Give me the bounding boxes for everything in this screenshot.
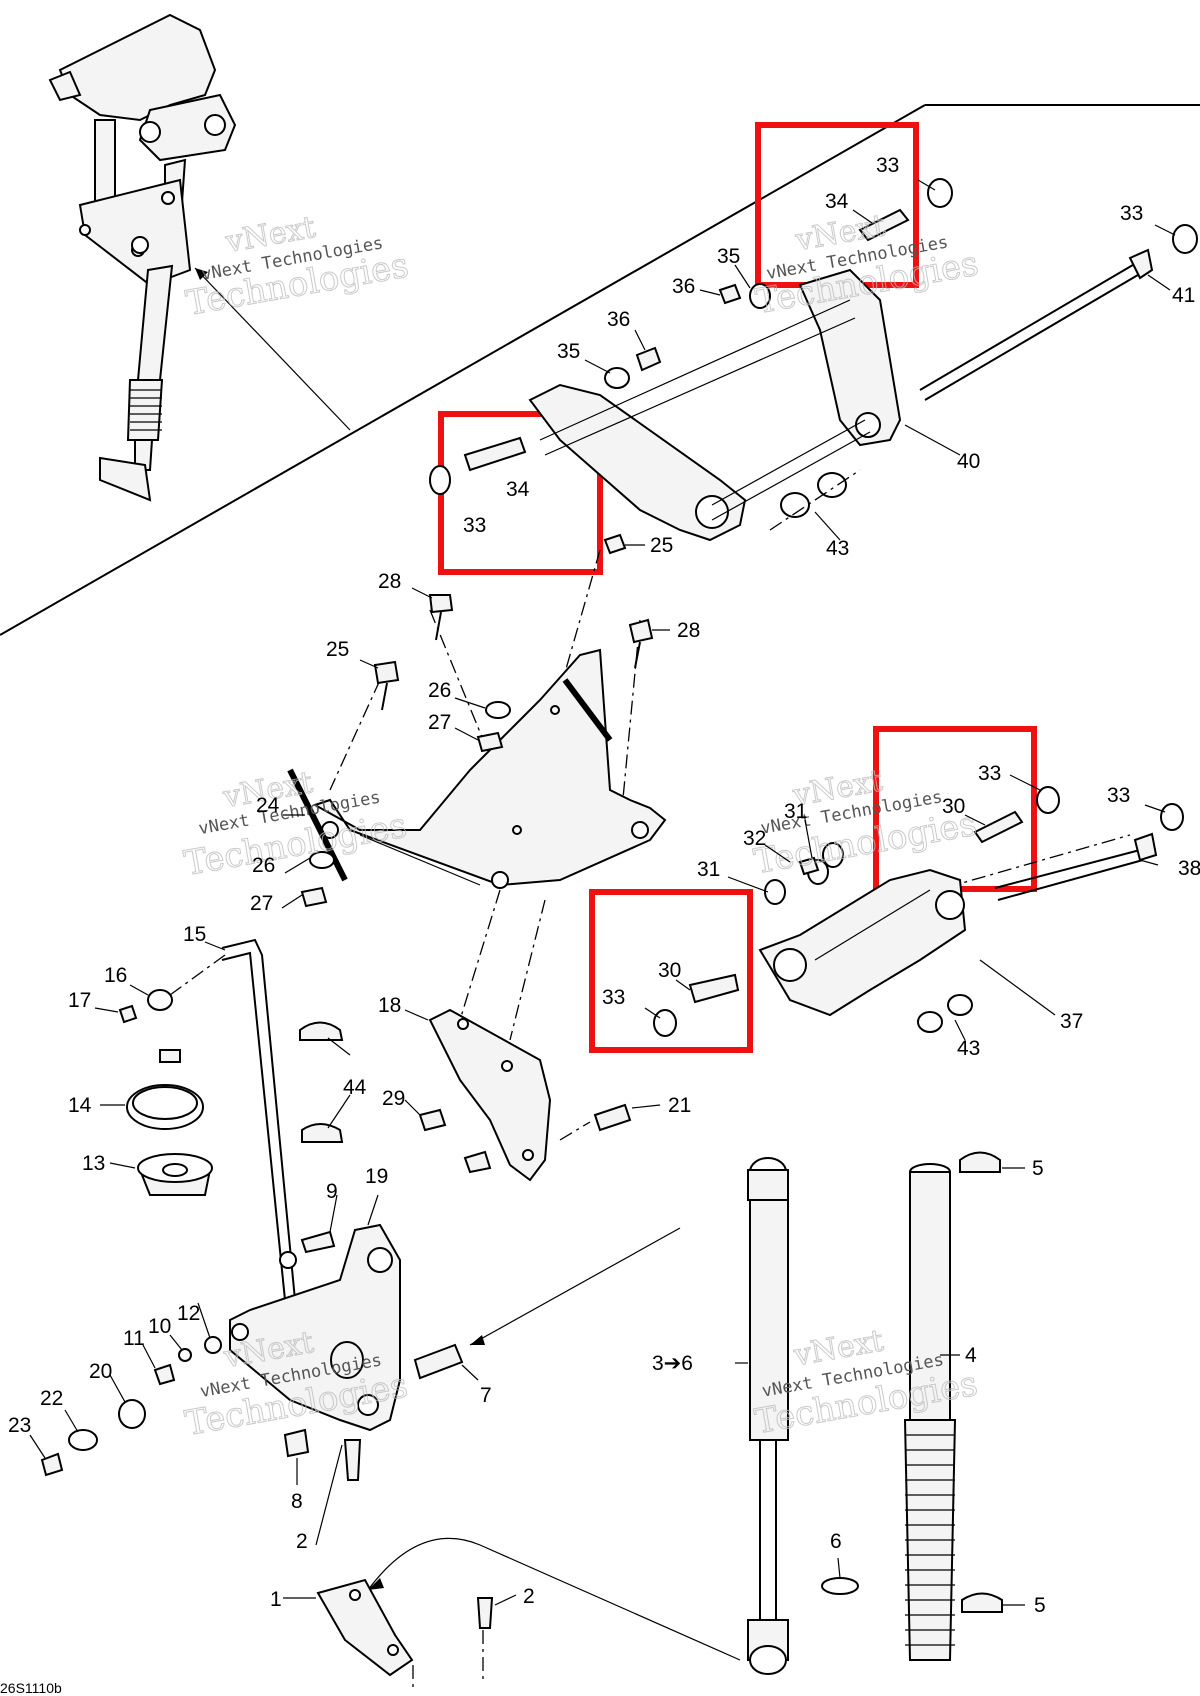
- bolts-plate: [300, 594, 654, 908]
- callout-3-6: 3➔6: [652, 1352, 693, 1375]
- callout-32: 32: [743, 827, 766, 850]
- callout-37: 37: [1060, 1010, 1083, 1033]
- callout-40: 40: [957, 450, 980, 473]
- callout-23: 23: [8, 1414, 31, 1437]
- callout-12: 12: [177, 1302, 200, 1325]
- inset-divider: [0, 104, 1200, 636]
- gas-spring-3-6: [367, 1157, 859, 1675]
- callout-33c: 33: [463, 514, 486, 537]
- callout-31a: 31: [784, 800, 807, 823]
- callout-43b: 43: [957, 1037, 980, 1060]
- highlight-box-30-left: [589, 889, 753, 1053]
- callout-43a: 43: [826, 537, 849, 560]
- callout-35b: 35: [557, 340, 580, 363]
- lower-arm-37: [758, 842, 973, 1033]
- callout-36b: 36: [607, 308, 630, 331]
- callout-4: 4: [965, 1344, 977, 1367]
- callout-22: 22: [40, 1387, 63, 1410]
- callout-labels: 33 34 33 41 35 36 36 35 40 34 33 25 43 2…: [8, 154, 1200, 1617]
- callout-18: 18: [378, 994, 401, 1017]
- callout-17: 17: [68, 989, 91, 1012]
- callout-25b: 25: [326, 638, 349, 661]
- callout-24: 24: [256, 794, 280, 817]
- callout-25a: 25: [650, 534, 673, 557]
- protective-boot-4: [903, 1151, 1003, 1661]
- callout-2a: 2: [296, 1530, 308, 1553]
- rod-41: [919, 248, 1154, 401]
- callout-28b: 28: [677, 619, 700, 642]
- hardware-30: [653, 786, 1184, 1037]
- hardware-left: [40, 1227, 681, 1477]
- callout-35a: 35: [717, 245, 740, 268]
- callout-14: 14: [68, 1094, 92, 1117]
- mounting-plate-24: [287, 648, 667, 889]
- callout-30a: 30: [942, 795, 965, 818]
- callout-34b: 34: [506, 478, 530, 501]
- clamps-44: [299, 1021, 344, 1143]
- callout-31b: 31: [697, 858, 720, 881]
- callout-19: 19: [365, 1165, 388, 1188]
- diagram-code: 26S1110b: [0, 1680, 62, 1696]
- suspension-assembly-inset: [48, 13, 237, 502]
- callout-2b: 2: [523, 1585, 535, 1608]
- callout-26a: 26: [428, 679, 451, 702]
- callout-38: 38: [1178, 857, 1200, 880]
- rod-38: [994, 832, 1158, 901]
- callout-26b: 26: [252, 854, 275, 877]
- callout-13: 13: [82, 1152, 105, 1175]
- callout-36a: 36: [672, 275, 695, 298]
- callout-34a: 34: [825, 190, 849, 213]
- callout-27b: 27: [250, 892, 273, 915]
- callout-6: 6: [830, 1530, 842, 1553]
- callout-30b: 30: [658, 959, 681, 982]
- callout-33a: 33: [876, 154, 899, 177]
- callout-15: 15: [183, 923, 206, 946]
- upper-arm-40: [528, 268, 902, 542]
- callout-29: 29: [382, 1087, 405, 1110]
- assembly-centerlines: [329, 469, 1131, 1041]
- callout-7: 7: [480, 1384, 492, 1407]
- leader-lines: [29, 179, 1176, 1606]
- callout-27a: 27: [428, 711, 451, 734]
- callout-33e: 33: [1107, 784, 1130, 807]
- grommet-13: [137, 1153, 213, 1196]
- callout-41: 41: [1172, 284, 1195, 307]
- bracket-18: [418, 1008, 632, 1182]
- callout-16: 16: [104, 964, 127, 987]
- callout-33f: 33: [602, 986, 625, 1009]
- callout-28a: 28: [378, 570, 401, 593]
- callout-9: 9: [326, 1180, 338, 1203]
- callout-20: 20: [89, 1360, 112, 1383]
- callout-10: 10: [148, 1315, 171, 1338]
- link-rod-15: [118, 938, 297, 1301]
- clamp-14: [126, 1049, 204, 1130]
- callout-5a: 5: [1032, 1157, 1044, 1180]
- callout-33d: 33: [978, 762, 1001, 785]
- bracket-1: [316, 1439, 494, 1690]
- callout-11: 11: [123, 1327, 145, 1350]
- callout-8: 8: [291, 1490, 303, 1513]
- bell-crank-19: [229, 1223, 401, 1432]
- callout-5b: 5: [1034, 1594, 1046, 1617]
- callout-1: 1: [270, 1588, 282, 1611]
- callout-21: 21: [668, 1094, 691, 1117]
- callout-33b: 33: [1120, 202, 1143, 225]
- callout-44: 44: [343, 1076, 367, 1099]
- hardware-top: [429, 178, 1198, 555]
